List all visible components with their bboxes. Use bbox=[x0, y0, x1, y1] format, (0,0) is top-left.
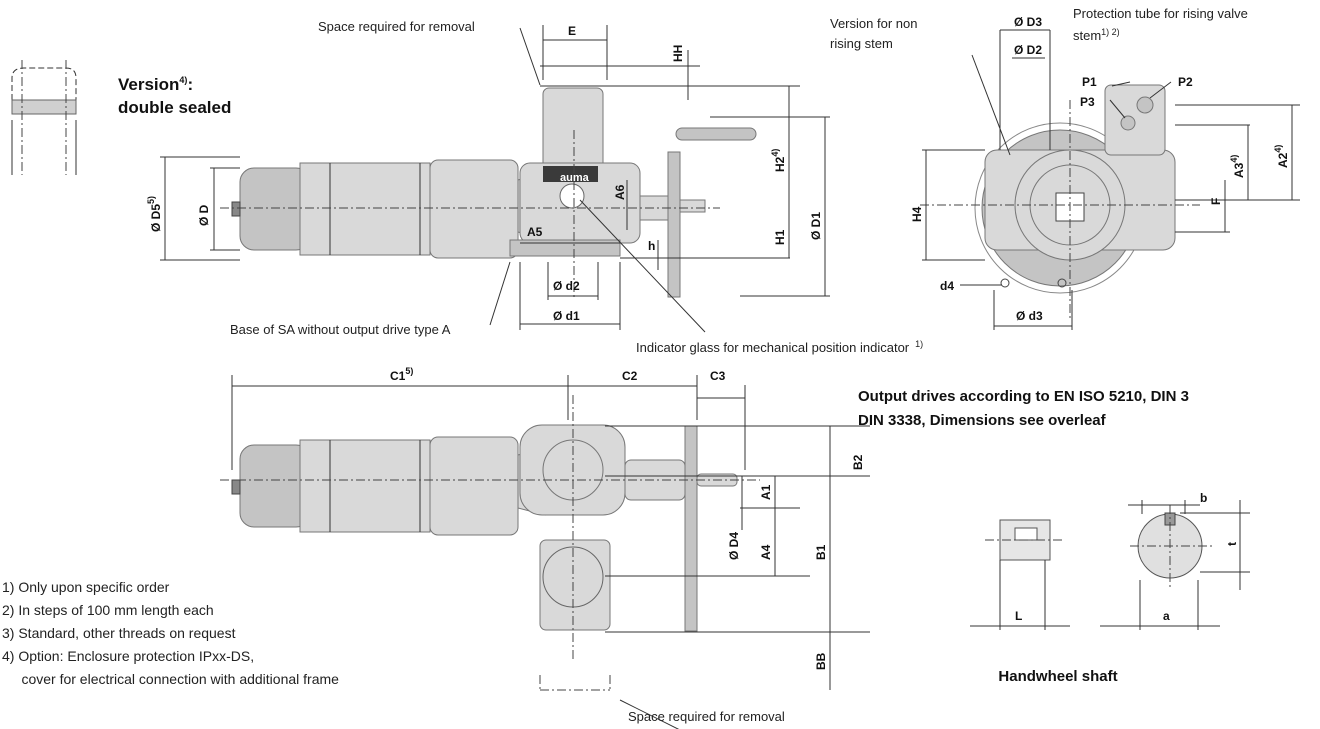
dim-d1: Ø d1 bbox=[553, 309, 580, 323]
dim-HH: HH bbox=[671, 45, 685, 62]
dim-A4: A4 bbox=[759, 544, 773, 560]
version-nonrising-label: Version for non bbox=[830, 16, 917, 31]
footnote-3: 3) Standard, other threads on request bbox=[2, 625, 236, 641]
svg-text:A24): A24) bbox=[1273, 145, 1290, 168]
dim-B1: B1 bbox=[814, 544, 828, 560]
dim-A5: A5 bbox=[527, 225, 543, 239]
output-drives-heading-2: DIN 3338, Dimensions see overleaf bbox=[858, 412, 1107, 429]
space-bottom-label: Space required for removal bbox=[628, 709, 785, 724]
dim-A6: A6 bbox=[613, 184, 627, 200]
handwheel-shaft-side-drawing bbox=[970, 519, 1070, 630]
dim-A1: A1 bbox=[759, 484, 773, 500]
dim-P3: P3 bbox=[1080, 95, 1095, 109]
svg-text:Indicator glass for mechanical: Indicator glass for mechanical position … bbox=[636, 339, 923, 355]
dim-H4: H4 bbox=[910, 206, 924, 222]
dim-C1: C1 bbox=[390, 369, 406, 383]
svg-text:H24): H24) bbox=[770, 149, 787, 172]
svg-text:A34): A34) bbox=[1229, 155, 1246, 178]
indicator-glass-label: Indicator glass for mechanical position … bbox=[636, 340, 910, 355]
dim-d2: Ø d2 bbox=[553, 279, 580, 293]
svg-text:Ø D55): Ø D55) bbox=[146, 196, 163, 232]
dimension-lines-side bbox=[160, 25, 830, 333]
actuator-front-view bbox=[920, 84, 1200, 320]
handwheel-shaft-section-drawing bbox=[1100, 500, 1250, 630]
dim-H1: H1 bbox=[773, 229, 787, 245]
dimension-lines-front bbox=[922, 29, 1300, 330]
dim-A3: A3 bbox=[1232, 162, 1246, 178]
version-nonrising-label-2: rising stem bbox=[830, 36, 893, 51]
dim-B2: B2 bbox=[851, 454, 865, 470]
version-ds-sup: 4) bbox=[179, 75, 187, 85]
dim-h: h bbox=[648, 239, 655, 253]
auma-logo: auma bbox=[560, 172, 590, 184]
handwheel-shaft-label: Handwheel shaft bbox=[998, 668, 1117, 685]
footnote-5: cover for electrical connection with add… bbox=[2, 671, 339, 687]
svg-text:Version4):: Version4): bbox=[118, 75, 193, 94]
dim-D4: Ø D4 bbox=[727, 532, 741, 560]
dim-F: F bbox=[1209, 198, 1223, 205]
double-sealed-label: double sealed bbox=[118, 98, 231, 117]
space-top-label: Space required for removal bbox=[318, 19, 475, 34]
dim-C3: C3 bbox=[710, 369, 726, 383]
dim-d3: Ø d3 bbox=[1016, 309, 1043, 323]
footnote-4: 4) Option: Enclosure protection IPxx-DS, bbox=[2, 648, 254, 664]
dim-BB: BB bbox=[814, 652, 828, 670]
dim-a: a bbox=[1163, 609, 1170, 623]
dim-D3: Ø D3 bbox=[1014, 15, 1042, 29]
protection-tube-label: Protection tube for rising valve bbox=[1073, 6, 1248, 21]
dim-D2: Ø D2 bbox=[1014, 43, 1042, 57]
dim-b: b bbox=[1200, 491, 1207, 505]
dim-D1: Ø D1 bbox=[809, 212, 823, 240]
footnote-1: 1) Only upon specific order bbox=[2, 579, 170, 595]
version-ds-label: Version bbox=[118, 75, 179, 94]
dim-P2: P2 bbox=[1178, 75, 1193, 89]
dim-C2: C2 bbox=[622, 369, 638, 383]
dim-A2: A2 bbox=[1276, 152, 1290, 168]
footnote-2: 2) In steps of 100 mm length each bbox=[2, 602, 214, 618]
dim-D: Ø D bbox=[197, 204, 211, 226]
svg-text:C15): C15) bbox=[390, 366, 413, 383]
output-drives-heading-1: Output drives according to EN ISO 5210, … bbox=[858, 388, 1189, 405]
dim-L: L bbox=[1015, 609, 1022, 623]
protection-tube-label-2: stem bbox=[1073, 28, 1101, 43]
dim-E: E bbox=[568, 24, 576, 38]
dim-D5: Ø D5 bbox=[149, 204, 163, 232]
svg-text:stem1) 2): stem1) 2) bbox=[1073, 27, 1120, 43]
dim-P1: P1 bbox=[1082, 75, 1097, 89]
dimension-lines-top bbox=[231, 375, 870, 729]
actuator-side-view bbox=[220, 87, 757, 300]
base-sa-label: Base of SA without output drive type A bbox=[230, 322, 451, 337]
dim-H2: H2 bbox=[773, 156, 787, 172]
double-sealed-cover-drawing bbox=[11, 60, 77, 175]
actuator-top-view bbox=[220, 395, 760, 691]
dim-d4: d4 bbox=[940, 279, 954, 293]
dim-t: t bbox=[1225, 542, 1239, 546]
